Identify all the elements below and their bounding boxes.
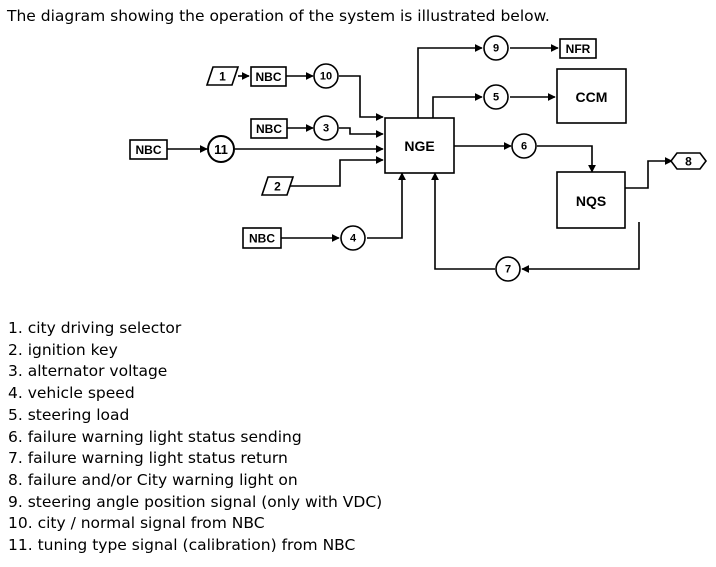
- ccm-box: [556, 68, 627, 124]
- legend-item: 8. failure and/or City warning light on: [8, 470, 298, 489]
- circle-7-label: 7: [505, 264, 511, 276]
- intro-text: The diagram showing the operation of the…: [7, 7, 550, 25]
- line-c3-nge: [339, 127, 384, 138]
- legend-item: 6. failure warning light status sending: [8, 427, 302, 446]
- line-c10-nge: [339, 75, 384, 121]
- circle-11: [207, 135, 235, 163]
- circle-5-label: 5: [493, 92, 499, 104]
- legend-item: 5. steering load: [8, 405, 130, 424]
- tag-2-shape: [260, 176, 295, 196]
- nbc-bottom-label: NBC: [249, 232, 275, 246]
- line-nqs-c7: [521, 222, 640, 273]
- legend-item: 7. failure warning light status return: [8, 449, 288, 468]
- nfr-box: [559, 38, 597, 59]
- tag-2-label: 2: [274, 180, 281, 194]
- circle-5: [483, 84, 509, 110]
- circle-6: [511, 133, 537, 159]
- line-c4-nge: [367, 172, 406, 239]
- tag-1-label: 1: [219, 70, 226, 84]
- nge-label: NGE: [404, 138, 434, 154]
- legend-item: 4. vehicle speed: [8, 384, 135, 403]
- legend-item: 10. city / normal signal from NBC: [8, 514, 265, 533]
- legend-item: 2. ignition key: [8, 340, 118, 359]
- nge-box: [384, 117, 455, 174]
- tag-8-shape: [670, 152, 707, 170]
- nbc-mid-label: NBC: [256, 122, 282, 136]
- ccm-label: CCM: [576, 89, 608, 105]
- circle-7: [495, 256, 521, 282]
- legend-item: 11. tuning type signal (calibration) fro…: [8, 536, 356, 555]
- nbc-mid-box: [250, 118, 288, 139]
- legend-list: 1. city driving selector 2. ignition key…: [8, 318, 382, 557]
- nqs-box: [556, 171, 626, 229]
- nbc-left-box: [129, 139, 168, 160]
- circle-3-label: 3: [323, 123, 329, 135]
- circle-4-label: 4: [350, 233, 357, 245]
- nbc-bottom-box: [242, 227, 282, 249]
- tag-8-label: 8: [685, 155, 692, 169]
- circle-9-label: 9: [493, 43, 499, 55]
- line-nge-c9: [417, 44, 483, 118]
- nbc-top-label: NBC: [256, 70, 282, 84]
- circle-6-label: 6: [521, 141, 527, 153]
- line-c6-nqs: [537, 145, 596, 173]
- system-diagram: NGE CCM NQS NFR NBC NBC NBC NBC 9 5 6 10…: [129, 35, 707, 282]
- line-tag2-nge: [287, 156, 384, 187]
- circle-3: [313, 115, 339, 141]
- legend-item: 9. steering angle position signal (only …: [8, 492, 383, 511]
- legend-item: 3. alternator voltage: [8, 362, 168, 381]
- line-nge-c5: [432, 93, 483, 118]
- circle-4: [340, 225, 366, 251]
- circle-11-label: 11: [214, 142, 228, 157]
- line-c7-nge: [431, 172, 495, 270]
- circle-10-label: 10: [320, 71, 332, 83]
- line-nqs-tag8: [625, 157, 673, 189]
- nbc-left-label: NBC: [136, 143, 162, 157]
- nqs-label: NQS: [576, 193, 606, 209]
- tag-1-shape: [205, 66, 240, 86]
- circle-10: [313, 63, 339, 89]
- nfr-label: NFR: [566, 42, 591, 56]
- circle-9: [483, 35, 509, 61]
- legend-item: 1. city driving selector: [8, 319, 182, 337]
- nbc-top-box: [250, 66, 287, 87]
